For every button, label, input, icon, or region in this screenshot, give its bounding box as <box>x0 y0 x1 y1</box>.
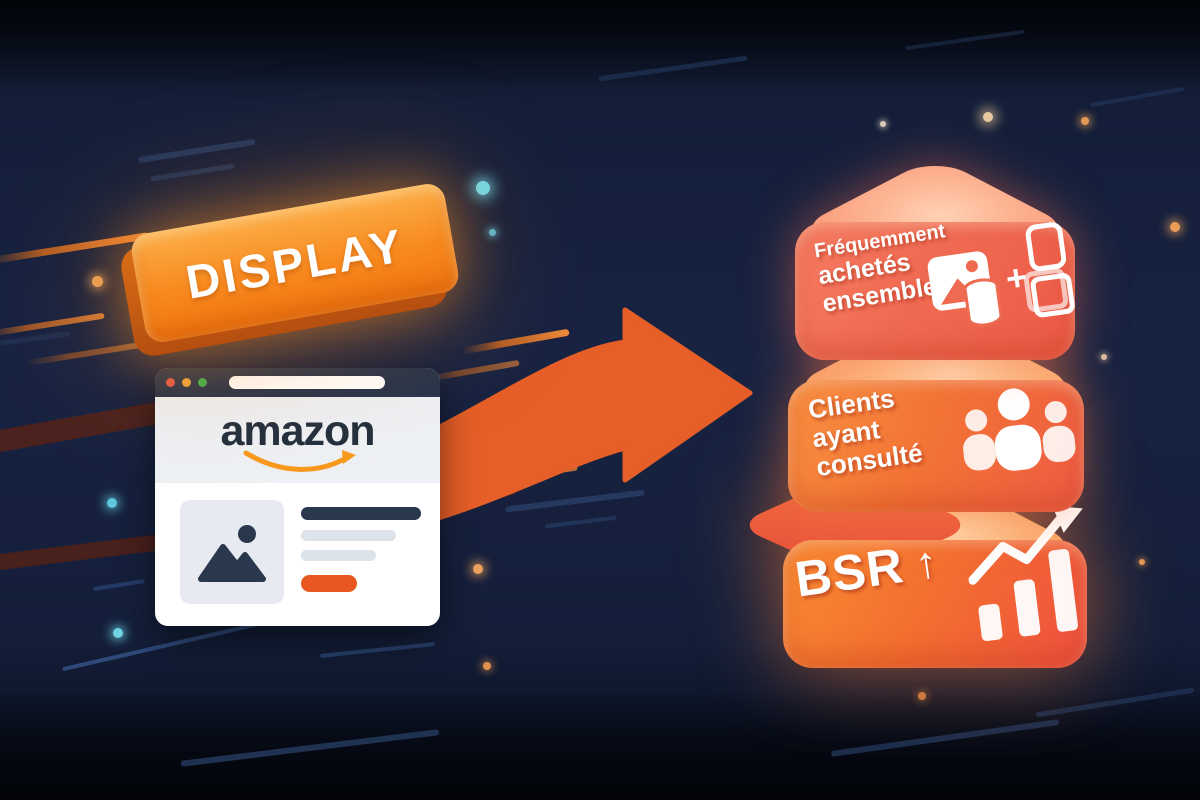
product-text-line <box>301 550 376 561</box>
dark-swoosh <box>0 533 171 573</box>
speed-line <box>320 642 435 658</box>
product-title-bar <box>301 507 421 520</box>
bottom-dark-band <box>0 690 1200 800</box>
bar-chart-up-icon <box>968 506 1083 642</box>
glow-dot <box>107 498 117 508</box>
buy-button-pill <box>301 575 357 592</box>
glow-dot <box>483 662 491 670</box>
speed-line <box>62 622 256 672</box>
glow-dot <box>918 692 926 700</box>
product-text-line <box>301 530 396 541</box>
customers-group-icon <box>963 388 1076 471</box>
browser-window: amazon <box>155 368 440 626</box>
container-product-icon <box>1025 222 1067 272</box>
amazon-smile-icon <box>243 449 356 472</box>
block-customers-viewed: Clients ayant consulté <box>775 280 1095 525</box>
close-dot-icon <box>166 378 175 387</box>
glow-dot <box>92 276 103 287</box>
glow-dot <box>1170 222 1180 232</box>
minimize-dot-icon <box>182 378 191 387</box>
product-image-placeholder <box>180 500 284 604</box>
url-bar <box>229 376 385 389</box>
bundle-products-icon: + <box>927 222 1075 327</box>
book-back-icon <box>1023 268 1069 313</box>
block-frequently-bought-together: Fréquemment achetés ensemble + <box>780 125 1095 370</box>
glow-dot <box>1081 117 1089 125</box>
zoom-dot-icon <box>198 378 207 387</box>
badge-label: DISPLAY <box>181 217 409 309</box>
amazon-logo: amazon <box>220 406 375 455</box>
product-card <box>155 483 440 604</box>
glow-dot <box>1139 559 1145 565</box>
dark-swoosh <box>0 400 171 458</box>
glow-dot <box>476 181 490 195</box>
top-dark-band <box>0 0 1200 90</box>
browser-titlebar <box>155 368 440 397</box>
block-bsr-rank-up: BSR ↑ <box>734 440 1100 740</box>
speed-line <box>138 138 256 164</box>
glow-dot <box>489 229 496 236</box>
glow-dot <box>983 112 993 122</box>
glow-dot <box>113 628 123 638</box>
glow-dot <box>473 564 483 574</box>
browser-header: amazon <box>155 397 440 483</box>
mountain-image-icon <box>198 525 266 582</box>
glow-dot <box>880 121 886 127</box>
glow-dot <box>1101 354 1107 360</box>
speed-line <box>93 578 145 592</box>
book-front-icon <box>1030 273 1075 318</box>
display-badge: DISPLAY <box>118 178 468 363</box>
flow-arrow-icon <box>429 307 753 523</box>
